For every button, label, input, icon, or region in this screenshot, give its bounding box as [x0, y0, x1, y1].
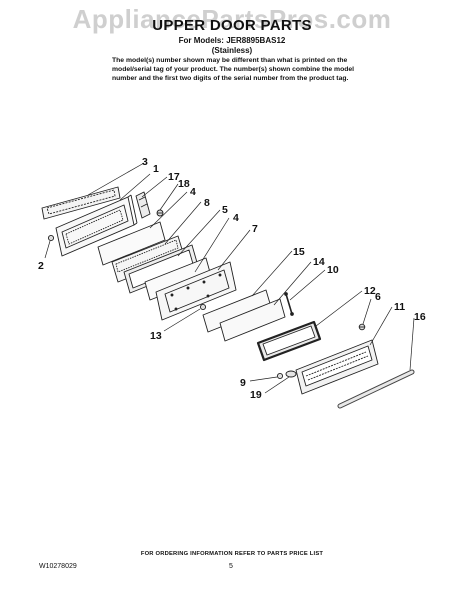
document-number: W10278029: [39, 563, 77, 570]
callout-6: 6: [375, 291, 381, 303]
part-7-door-liner: [155, 261, 237, 321]
callout-5: 5: [222, 204, 228, 216]
callout-4-upper: 4: [190, 186, 196, 198]
callout-17: 17: [168, 171, 180, 183]
callout-13: 13: [150, 330, 162, 342]
callout-3: 3: [142, 156, 148, 168]
note-line-2: model/serial tag of your product. The nu…: [112, 66, 355, 73]
callout-7: 7: [252, 223, 258, 235]
callout-15: 15: [293, 246, 305, 258]
model-note: The model(s) number shown may be differe…: [112, 56, 362, 83]
variant-label: (Stainless): [211, 46, 253, 55]
callout-19: 19: [250, 389, 262, 401]
part-19-spacer: [285, 370, 297, 378]
part-12-gasket: [256, 320, 322, 362]
callout-8: 8: [204, 197, 210, 209]
callout-14: 14: [313, 256, 325, 268]
callout-11: 11: [394, 301, 405, 313]
ordering-info: FOR ORDERING INFORMATION REFER TO PARTS …: [140, 551, 324, 557]
callout-18: 18: [178, 178, 190, 190]
note-line-3: number and the first two digits of the s…: [112, 75, 349, 82]
page-title: UPPER DOOR PARTS: [152, 17, 312, 34]
leader-lines: [44, 162, 415, 394]
part-14-glass: [219, 298, 286, 342]
part-4-glass-upper: [97, 221, 166, 266]
part-2-screw: [47, 234, 55, 242]
part-13-screw: [199, 303, 207, 311]
part-16-handle: [337, 369, 415, 409]
callout-12: 12: [364, 285, 376, 297]
models-line: For Models: JER8895BAS12: [178, 36, 286, 45]
callout-9: 9: [240, 377, 246, 389]
callout-16: 16: [414, 311, 426, 323]
part-10-spacer: [284, 292, 294, 316]
callout-1: 1: [153, 163, 159, 175]
note-line-1: The model(s) number shown may be differe…: [112, 57, 348, 64]
part-9-screw: [276, 372, 284, 380]
part-11-outer-door: [295, 339, 379, 395]
part-18-screw: [156, 209, 164, 217]
part-1-inner-frame: [55, 194, 138, 257]
part-6-screw: [358, 323, 366, 331]
callout-10: 10: [327, 264, 339, 276]
page-number: 5: [229, 563, 233, 570]
part-3-rear-panel: [41, 186, 121, 220]
part-17-hinge-bracket: [135, 191, 151, 219]
callout-4-lower: 4: [233, 212, 239, 224]
part-5-gasket-frame: [123, 244, 199, 294]
watermark: AppliancePartsPros.com: [72, 4, 392, 34]
callout-2: 2: [38, 260, 44, 272]
